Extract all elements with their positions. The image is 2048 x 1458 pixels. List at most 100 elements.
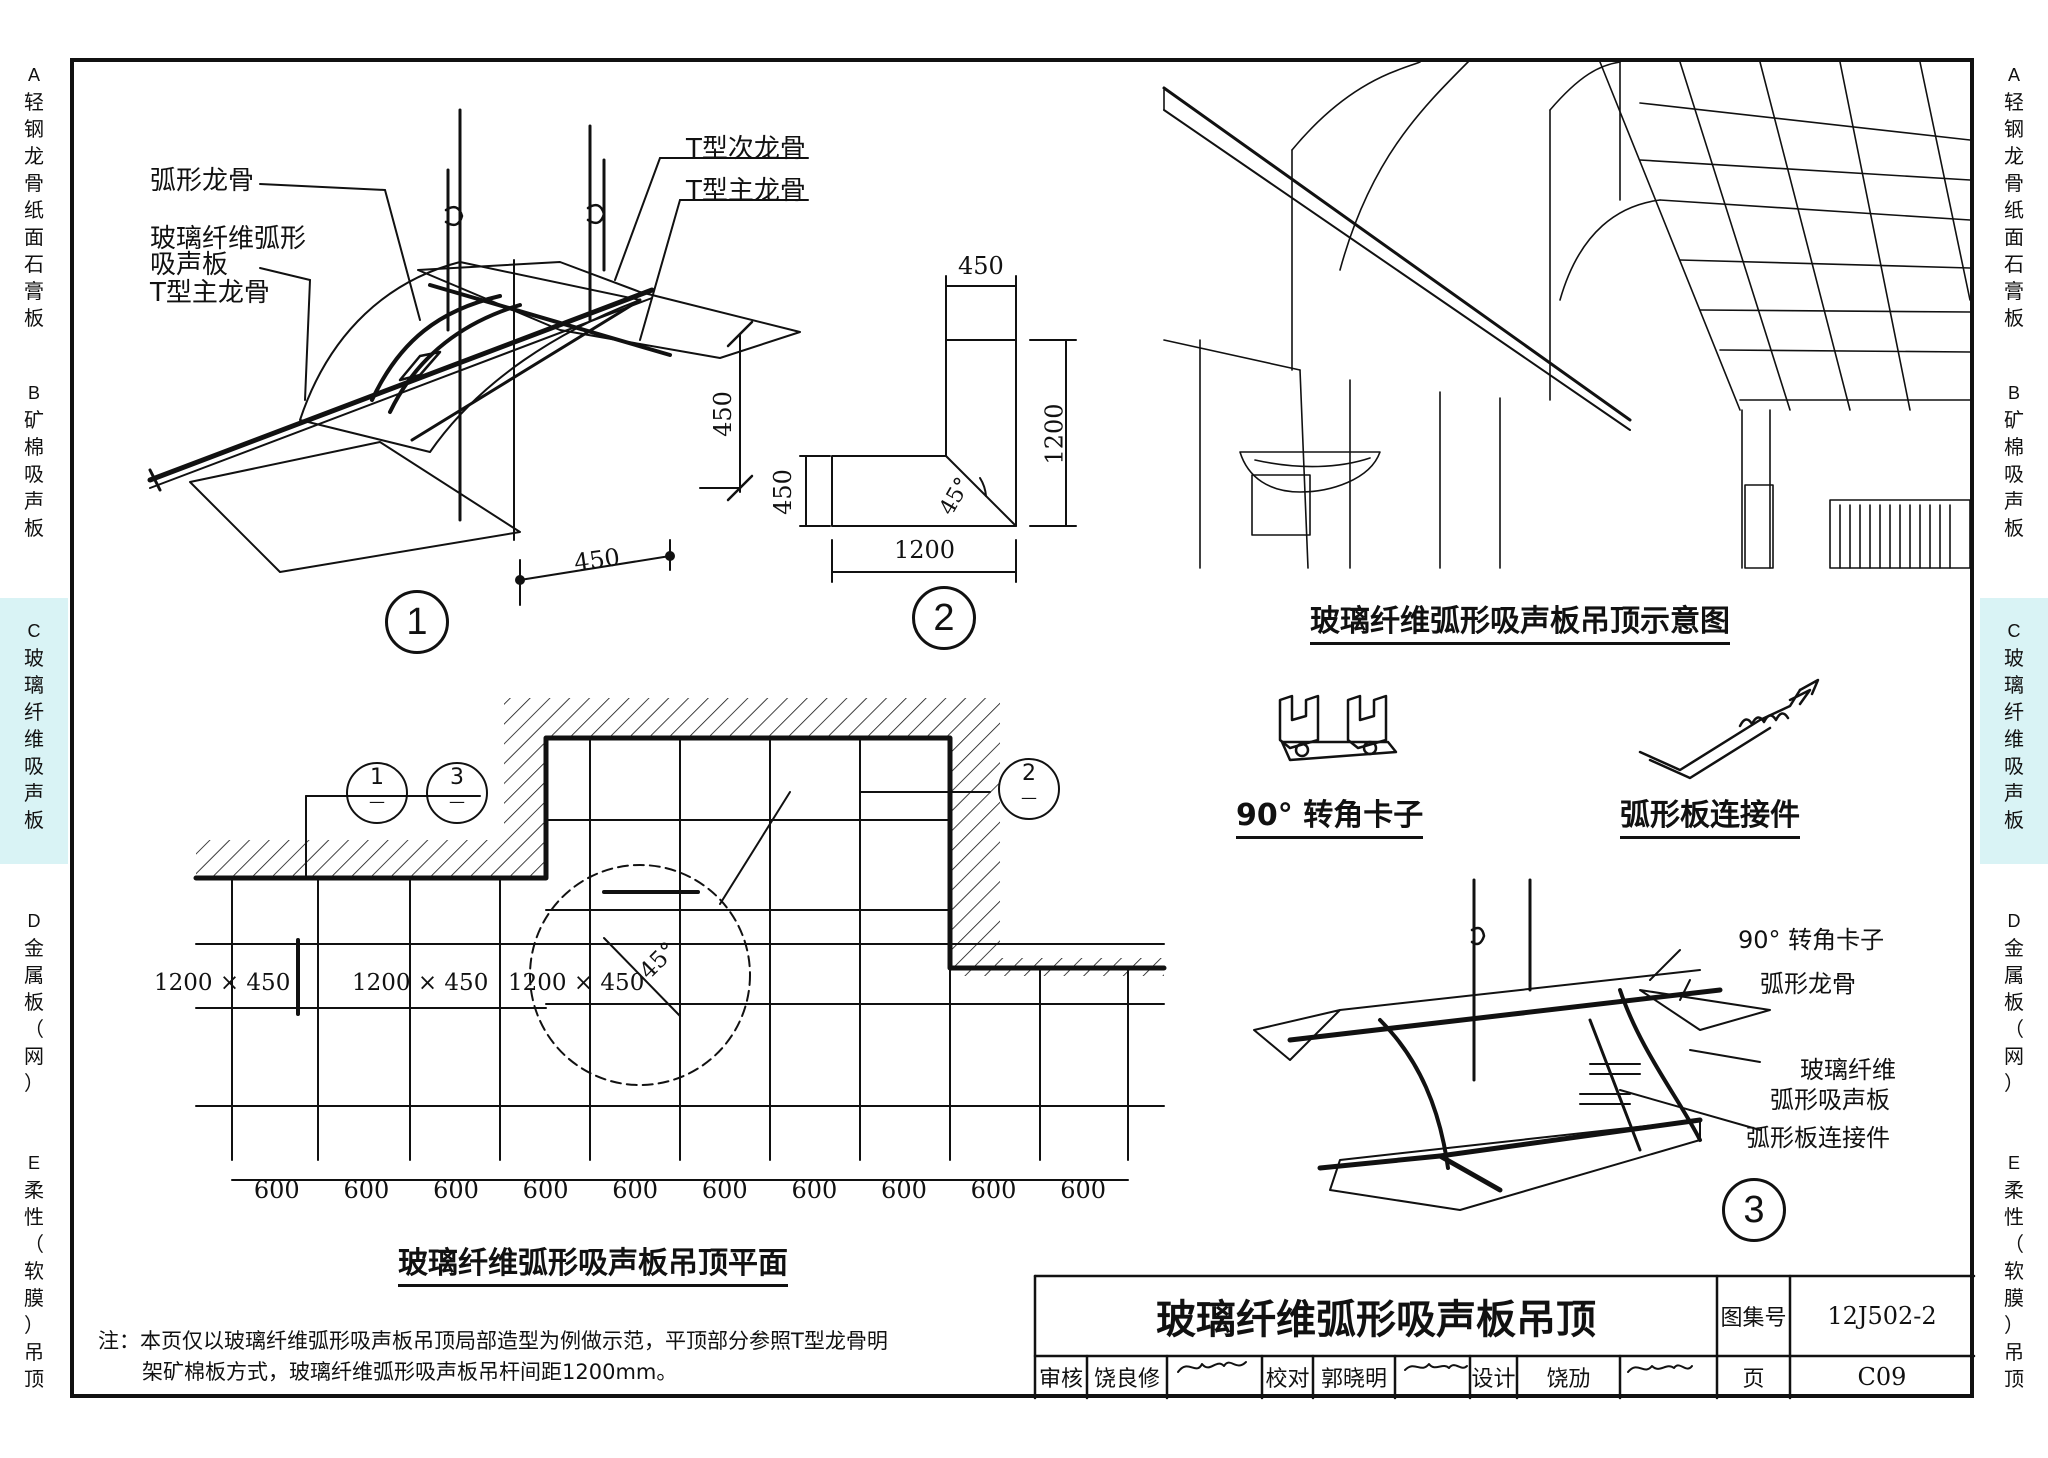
- plan-spacing-row: 600 600 600 600 600 600 600 600 600 600: [232, 1176, 1128, 1204]
- side-tab-char: ）: [2004, 1313, 2024, 1337]
- detail1-t-secondary-keel-label: T型次龙骨: [686, 134, 806, 164]
- plan-ref-2[interactable]: 2 —: [998, 758, 1060, 820]
- drawing-frame: [70, 58, 1974, 1398]
- detail3-number: 3: [1722, 1178, 1786, 1242]
- plan-panel-size-1: 1200 × 450: [154, 970, 291, 996]
- plan-ref-2-bottom: —: [1021, 788, 1037, 807]
- detail3-arc-keel-label: 弧形龙骨: [1760, 970, 1856, 998]
- detail2-top-dim: 450: [958, 252, 1004, 280]
- plan-spacing-dim: 600: [522, 1176, 569, 1204]
- footnote-line-1: 注：本页仅以玻璃纤维弧形吸声板吊顶局部造型为例做示范，平顶部分参照T型龙骨明: [98, 1329, 888, 1353]
- plan-spacing-dim: 600: [253, 1176, 300, 1204]
- side-tab-char: 骨: [2004, 171, 2024, 195]
- title-block: 玻璃纤维弧形吸声板吊顶 图集号 12J502-2 审核 饶良修 校对 郭晓明 设…: [1035, 1276, 1974, 1398]
- side-tab-char: 龙: [2004, 144, 2024, 168]
- side-tab-letter: A: [2007, 65, 2020, 85]
- side-tab-char: ）: [2004, 1071, 2024, 1095]
- review-label: 审核: [1038, 1367, 1083, 1392]
- title-block-grid: [1033, 1274, 1976, 1400]
- side-tab-char: 面: [2004, 225, 2024, 249]
- plan-ref-3[interactable]: 3 —: [426, 762, 488, 824]
- plan-panel-size-2: 1200 × 450: [352, 970, 489, 996]
- detail3-clip-label: 90° 转角卡子: [1738, 926, 1885, 954]
- side-tab-char: 面: [24, 225, 44, 249]
- side-tab-char: 声: [24, 781, 44, 805]
- plan-ref-3-bottom: —: [449, 792, 465, 811]
- side-tab-char: 板: [2004, 516, 2024, 540]
- side-tab-letter: D: [2007, 911, 2021, 931]
- corner-clip-caption: 90° 转角卡子: [1236, 790, 1424, 839]
- side-tab-char: 板: [2004, 306, 2024, 330]
- side-tab-char: 吊: [24, 1340, 44, 1364]
- side-tab-char: 网: [2004, 1044, 2024, 1068]
- side-tab-char: 吸: [24, 754, 44, 778]
- side-tab-char: ）: [24, 1071, 44, 1095]
- side-tab-char: 棉: [24, 435, 44, 459]
- side-tab-char: 纸: [24, 198, 44, 222]
- side-tab-char: 金: [2004, 936, 2024, 960]
- side-tab-char: 顶: [24, 1367, 44, 1391]
- side-tab-char: 吸: [24, 462, 44, 486]
- side-tab-char: 膜: [2004, 1286, 2024, 1310]
- detail2-left-dim: 450: [768, 469, 797, 515]
- side-tab-char: 软: [24, 1259, 44, 1283]
- detail-2-drawing: [799, 275, 1077, 583]
- side-tab-char: （: [2004, 1232, 2024, 1256]
- reviewer-name: 饶良修: [1093, 1367, 1160, 1392]
- plan-ref-3-top: 3: [450, 765, 464, 790]
- side-tab-char: 轻: [24, 90, 44, 114]
- side-tab-char: 柔: [2004, 1178, 2024, 1202]
- footnote-line-2: 架矿棉板方式，玻璃纤维弧形吸声板吊杆间距1200mm。: [142, 1360, 678, 1384]
- plan-spacing-dim: 600: [881, 1176, 927, 1204]
- atlas-number: 12J502-2: [1827, 1302, 1937, 1330]
- detail1-number: 1: [385, 590, 449, 654]
- plan-ref-1[interactable]: 1 —: [346, 762, 408, 824]
- detail2-bottom-dim: 1200: [894, 536, 956, 564]
- side-tab-char: 板: [24, 516, 44, 540]
- detail-3-drawing: [1253, 878, 1771, 1211]
- side-tab-char: 钢: [24, 117, 44, 141]
- side-tab-char: ）: [24, 1313, 44, 1337]
- side-tab-char: 棉: [2004, 435, 2024, 459]
- sheet-title: 玻璃纤维弧形吸声板吊顶: [1156, 1297, 1596, 1343]
- side-tab-char: 璃: [2004, 673, 2024, 697]
- side-tab-char: 轻: [2004, 90, 2024, 114]
- plan-panel-size-3: 1200 × 450: [508, 970, 645, 996]
- side-tab-char: 声: [2004, 781, 2024, 805]
- plan-spacing-dim: 600: [791, 1176, 838, 1204]
- side-tab-char: 膏: [24, 279, 44, 303]
- plan-ref-1-top: 1: [370, 765, 384, 790]
- side-tab-char: （: [2004, 1017, 2024, 1041]
- plan-spacing-dim: 600: [701, 1176, 748, 1204]
- checker-name: 郭晓明: [1320, 1367, 1387, 1392]
- page-label: 页: [1742, 1367, 1765, 1392]
- plan-spacing-dim: 600: [343, 1176, 390, 1204]
- corner-clip-figure: [1278, 694, 1398, 762]
- detail3-panel-label-line1: 玻璃纤维: [1800, 1056, 1896, 1084]
- side-tab-char: 声: [24, 489, 44, 513]
- detail2-right-dim: 1200: [1040, 403, 1069, 465]
- side-tab-char: 属: [24, 963, 44, 987]
- side-tab-char: 纤: [24, 700, 44, 724]
- side-tab-char: 维: [24, 727, 44, 751]
- page-number: C09: [1857, 1363, 1907, 1391]
- side-tab-letter: E: [27, 1153, 40, 1173]
- side-tab-letter: B: [2007, 383, 2020, 403]
- side-tab-char: 玻: [2004, 646, 2024, 670]
- side-tab-char: 膏: [2004, 279, 2024, 303]
- side-tab-char: 软: [2004, 1259, 2024, 1283]
- footnote: 注：本页仅以玻璃纤维弧形吸声板吊顶局部造型为例做示范，平顶部分参照T型龙骨明 架…: [98, 1326, 1018, 1388]
- designer-name: 饶劢: [1546, 1367, 1591, 1392]
- detail2-number: 2: [912, 586, 976, 650]
- side-tab-char: 石: [24, 252, 44, 276]
